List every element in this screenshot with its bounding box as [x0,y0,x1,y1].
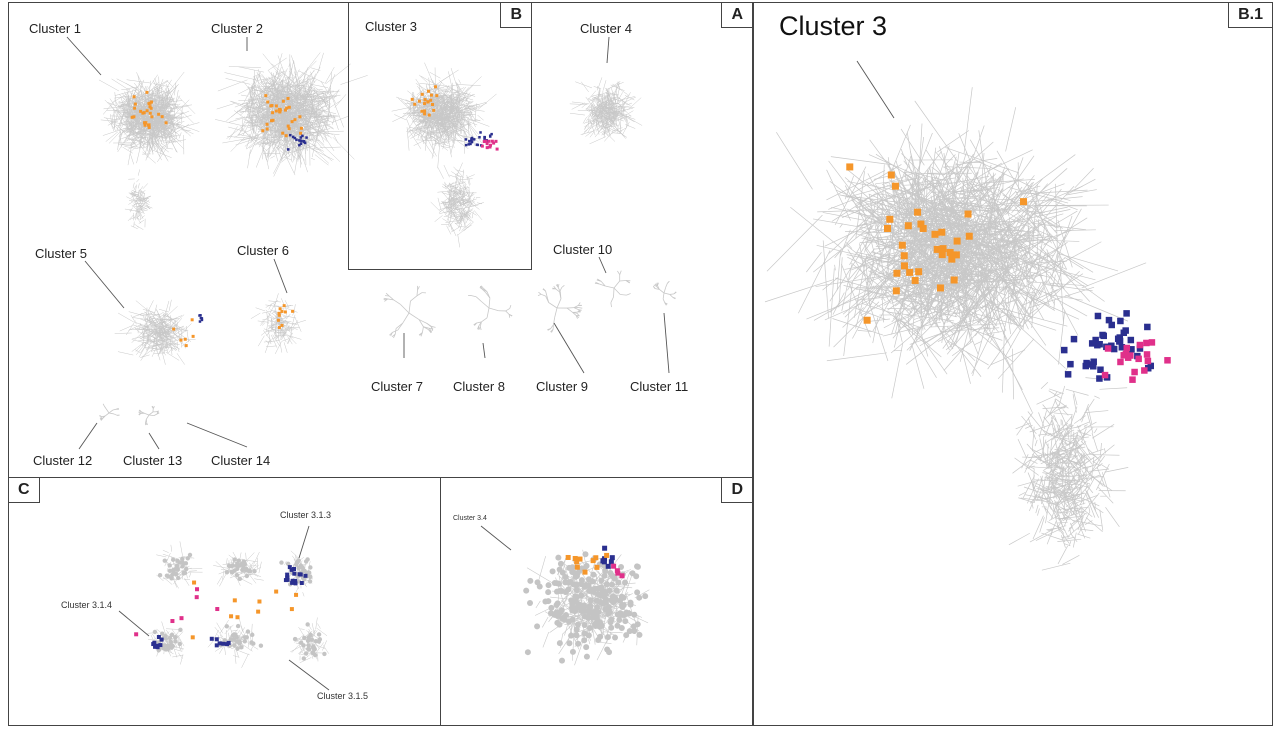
cluster-3-1-5-leader [288,659,330,691]
subcluster-c5-nodes [292,622,327,661]
cluster-8-network [468,285,513,331]
cluster-3-1-4-label: Cluster 3.1.4 [61,600,113,610]
subcluster-c1-nodes [224,557,257,581]
cluster-9-label: Cluster 9 [536,379,589,394]
cluster-3-detail-tail [1008,365,1129,571]
panel-d-tag: D [721,478,752,503]
cluster-11-network [652,280,677,306]
cluster-3-label: Cluster 3 [365,19,418,34]
cluster-3-detail-leader [856,60,895,119]
cluster-3-1-4-leader [118,610,150,637]
cluster-3-1-3-label: Cluster 3.1.3 [280,510,332,520]
cluster-14-leader [186,422,248,448]
panel-d-network [480,525,650,666]
cluster-12-network [99,403,120,421]
cluster-3-1-5-blue-nodes [209,636,231,648]
cluster-3-4-orange-nodes [565,552,610,575]
cluster-13-leader [148,432,160,450]
cluster-5-network [114,299,196,365]
cluster-9-leader [553,322,585,374]
cluster-11-leader [663,312,670,374]
cluster-11-label: Cluster 11 [630,379,689,394]
subcluster-c4-nodes [218,623,264,651]
cluster-13-network [138,405,160,426]
panel-b1-title: Cluster 3 [779,11,888,41]
cluster-2-orange-nodes [261,94,303,138]
panel-a-tag: A [721,3,752,28]
cluster-3-4-leader [480,525,512,551]
cluster-3-detail-network [764,87,1147,413]
panel-b1: B.1 Cluster 3 [753,2,1273,726]
cluster-3-detail-orange-nodes [846,163,1028,324]
cluster-9-network [537,283,583,333]
cluster-5-blue-nodes [198,314,204,323]
panel-d: D Cluster 3.4 [440,477,753,726]
cluster-10-network [594,270,631,308]
cluster-1-leader [66,36,102,76]
cluster-3-1-3-leader [298,525,310,559]
cluster-10-leader [598,256,607,274]
cluster-12-label: Cluster 12 [33,453,93,468]
cluster-2-network [214,52,368,177]
panel-b: B Cluster 3 [348,2,532,270]
cluster-1-tail [124,169,153,230]
panel-b-tag: B [500,3,531,28]
cluster-3-pink-nodes [480,139,499,151]
cluster-6-orange-nodes [276,304,295,330]
cluster-10-label: Cluster 10 [553,242,613,257]
cluster-3-1-3-blue-nodes [283,565,308,586]
cluster-3-detail-pink-nodes [1101,339,1171,383]
cluster-1-network [98,71,200,166]
cluster-7-label: Cluster 7 [371,379,424,394]
cluster-3-orange-nodes [410,85,439,117]
subcluster-c2-nodes [279,557,313,587]
cluster-4-leader [606,36,610,64]
cluster-1-label: Cluster 1 [29,21,82,36]
cluster-5-leader [84,260,125,309]
panel-a: A Cluster 1 Cluster 2 Cluster 4 Cluster … [8,2,753,478]
cluster-2-blue-nodes [286,133,308,151]
cluster-4-network [569,77,643,145]
cluster-8-label: Cluster 8 [453,379,506,394]
panel-a-network [66,36,677,450]
panel-b1-network [764,60,1171,571]
cluster-6-leader [273,258,288,294]
cluster-3-1-5-label: Cluster 3.1.5 [317,691,369,701]
cluster-4-label: Cluster 4 [580,21,633,36]
panel-c-orange-nodes [190,580,299,640]
cluster-8-leader [482,342,486,359]
cluster-13-label: Cluster 13 [123,453,183,468]
cluster-5-orange-nodes [172,318,195,348]
cluster-3-4-nodes [523,551,649,664]
cluster-12-leader [78,422,98,450]
cluster-6-label: Cluster 6 [237,243,290,258]
cluster-3-tail [430,162,484,248]
panel-c-pink-nodes [134,587,220,637]
cluster-2-label: Cluster 2 [211,21,264,36]
panel-c: C Cluster 3.1.3 Cluster 3.1.4 Cluster 3.… [8,477,441,726]
cluster-3-network [391,62,497,169]
subcluster-c0-nodes [157,552,193,581]
cluster-5-label: Cluster 5 [35,246,88,261]
cluster-3-4-pink-nodes [611,563,625,579]
cluster-14-label: Cluster 14 [211,453,271,468]
cluster-3-4-label: Cluster 3.4 [453,515,487,522]
cluster-3-4-blue-nodes [600,545,615,569]
cluster-3-1-4-blue-nodes [151,635,164,650]
cluster-1-orange-nodes [130,90,168,129]
panel-c-tag: C [9,478,40,503]
cluster-7-network [383,285,436,339]
panel-c-network [118,525,330,691]
cluster-6-network [250,293,306,355]
panel-b1-tag: B.1 [1228,3,1272,28]
